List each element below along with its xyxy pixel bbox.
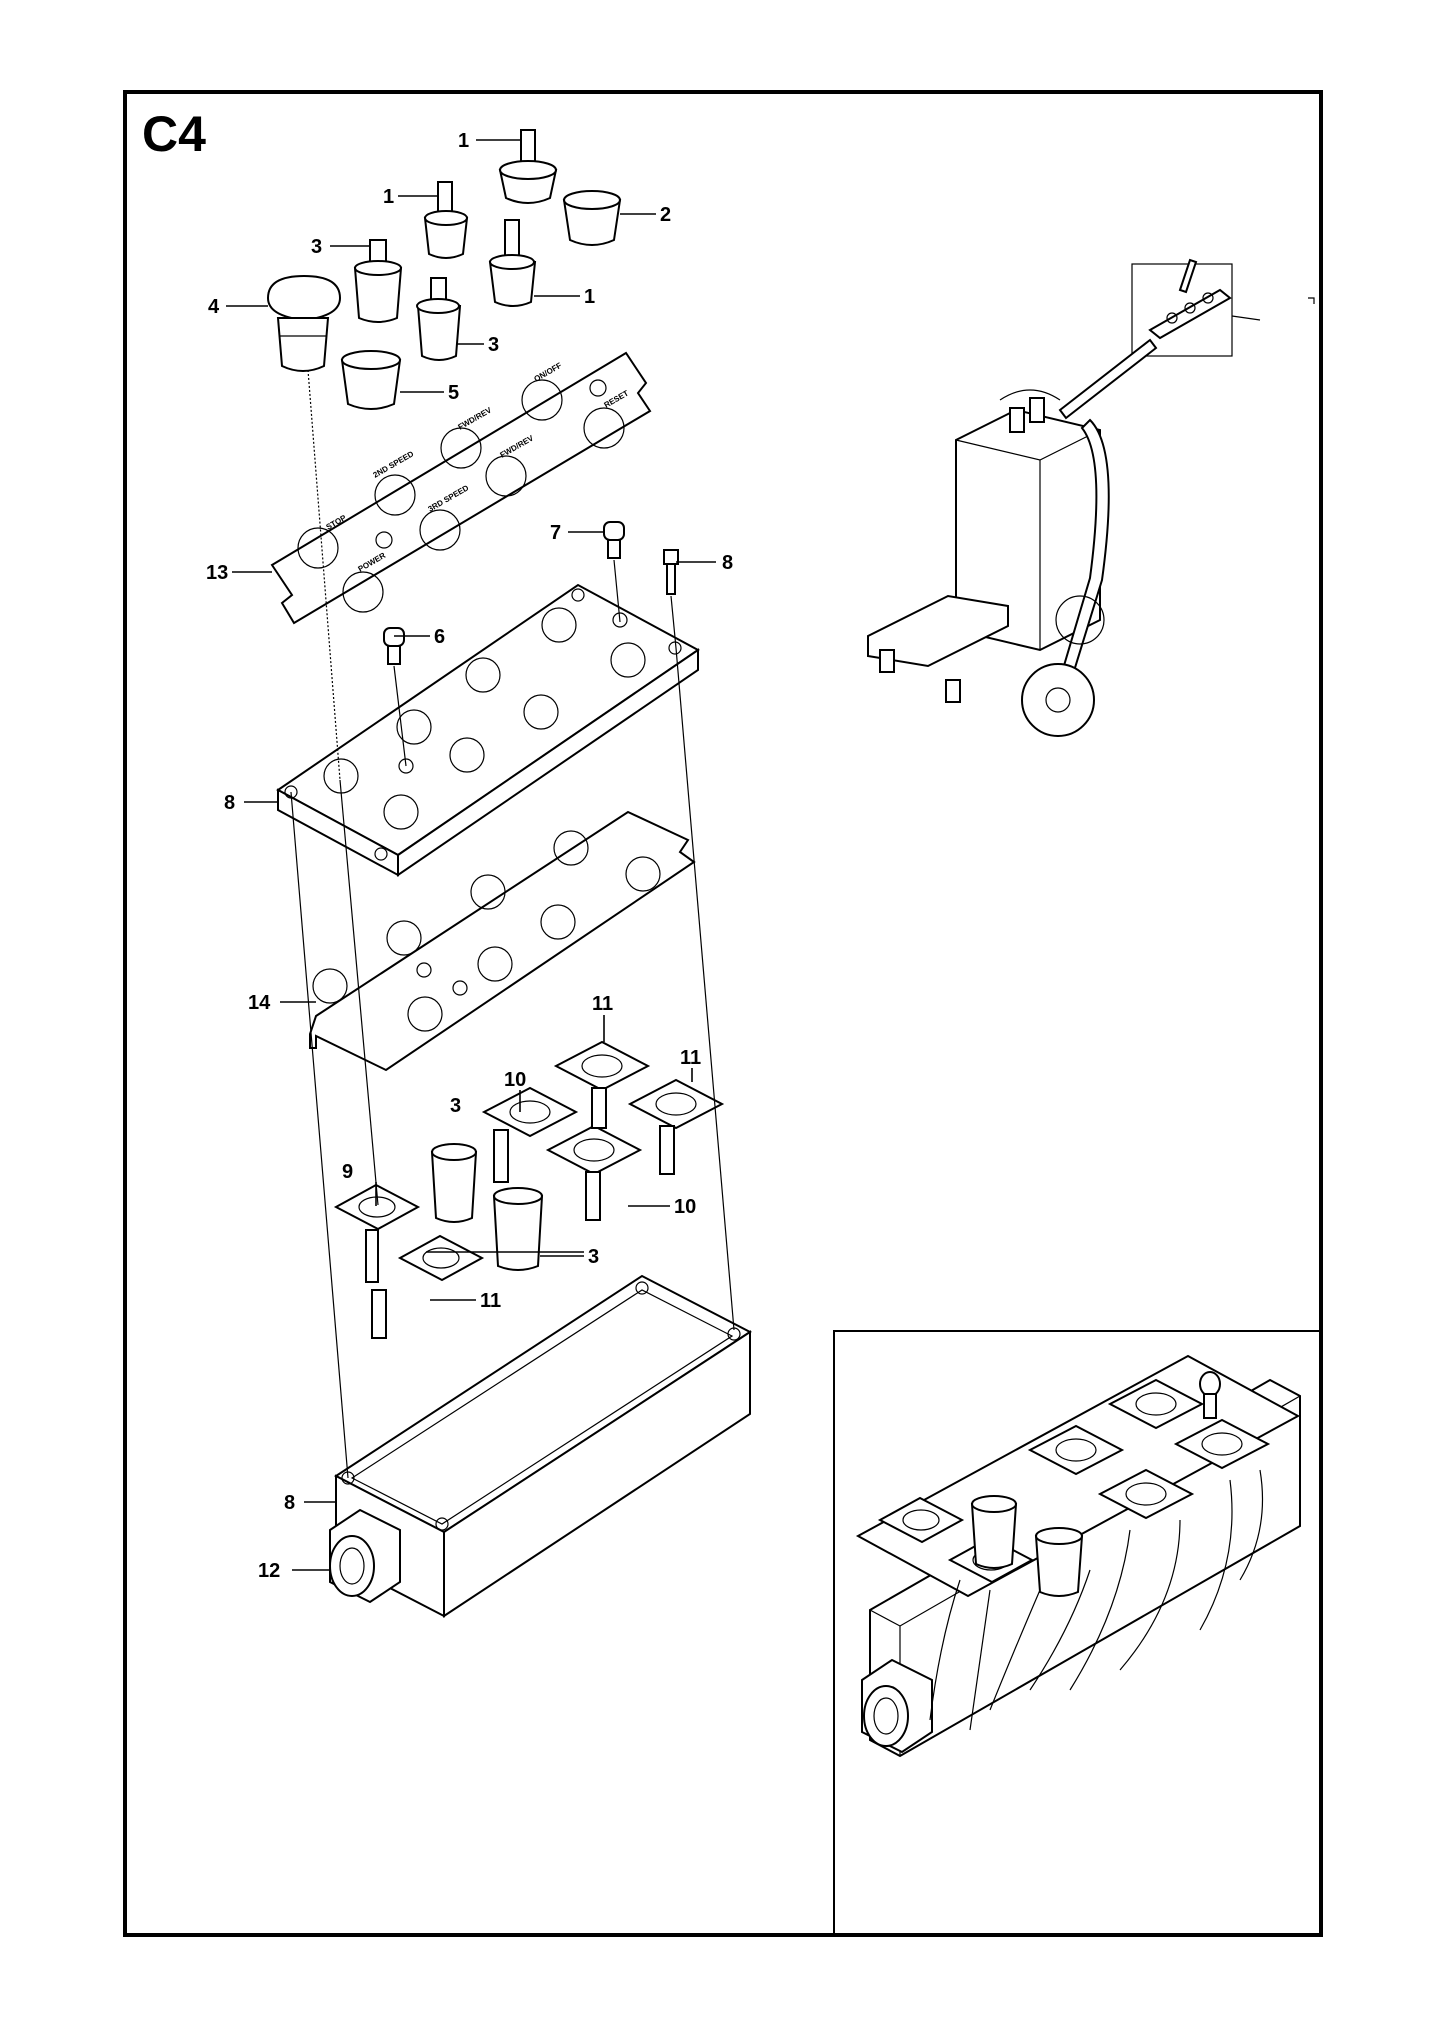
callout-1: 1 (383, 186, 394, 208)
part-selector-switch-1a (498, 129, 558, 204)
callout-3: 3 (450, 1095, 461, 1117)
callout-7: 7 (550, 522, 561, 544)
callout-4: 4 (208, 296, 220, 318)
callout-8: 8 (722, 552, 733, 574)
part-label-plate-13: STOP POWER 2ND SPEED 3RD SPEED FWD/REV F… (270, 351, 652, 625)
callout-1: 1 (584, 286, 595, 308)
callout-10: 10 (504, 1069, 526, 1091)
callout-3: 3 (311, 236, 322, 258)
callout-1: 1 (458, 130, 469, 152)
part-lamp-holder-3d (492, 1187, 544, 1271)
part-selector-switch-1c (488, 219, 537, 307)
part-gasket-14 (309, 810, 696, 1072)
part-lamp-holder-3c (430, 1143, 478, 1223)
part-contact-block-10-bottom (545, 1124, 643, 1221)
assembled-view-inset-frame (833, 1330, 1323, 1937)
callout-11: 11 (680, 1047, 701, 1069)
callout-leaders (226, 139, 716, 1571)
part-cable-gland-12 (329, 1508, 401, 1604)
sheet-title: C4 (142, 106, 206, 162)
callout-5: 5 (448, 382, 459, 404)
part-contact-block-11-bottom (371, 1234, 485, 1339)
part-cap-5 (340, 350, 402, 410)
callout-10: 10 (674, 1196, 696, 1218)
callout-9: 9 (342, 1161, 353, 1183)
callout-13: 13 (206, 562, 228, 584)
part-contact-block-11-right (627, 1078, 725, 1175)
callout-6: 6 (434, 626, 445, 648)
part-enclosure-lid-8 (276, 583, 700, 877)
plate-text-fwd-rev-a: FWD/REV (457, 405, 494, 432)
callout-12: 12 (258, 1560, 280, 1582)
part-cap-2 (562, 190, 622, 246)
callout-2: 2 (660, 204, 671, 226)
callout-3: 3 (588, 1246, 599, 1268)
assembled-view-illustration (855, 1354, 1301, 1758)
part-potentiometer-knob-3b (416, 277, 462, 361)
assembly-guide-lines (290, 369, 735, 1479)
part-contact-block-10-top (481, 1086, 579, 1183)
callout-11: 11 (592, 993, 613, 1015)
part-plug-6 (383, 627, 405, 665)
drawing-frame (123, 90, 1323, 1937)
part-emergency-stop-mushroom-4 (266, 274, 342, 372)
callout-14: 14 (248, 992, 271, 1014)
part-potentiometer-knob-3a (353, 239, 403, 323)
machine-overview-illustration (867, 258, 1315, 737)
part-plug-7 (603, 521, 625, 559)
callout-labels: 1 1 1 2 3 3 3 3 4 5 6 7 8 8 8 9 10 10 11… (206, 130, 733, 1582)
callout-8: 8 (224, 792, 235, 814)
part-contact-block-9 (333, 1183, 421, 1283)
callout-8: 8 (284, 1492, 295, 1514)
part-screw-8-top (663, 549, 679, 595)
callout-11: 11 (480, 1290, 501, 1312)
part-contact-block-11-top (553, 1040, 651, 1129)
part-selector-switch-1b (423, 181, 469, 259)
callout-3: 3 (488, 334, 499, 356)
